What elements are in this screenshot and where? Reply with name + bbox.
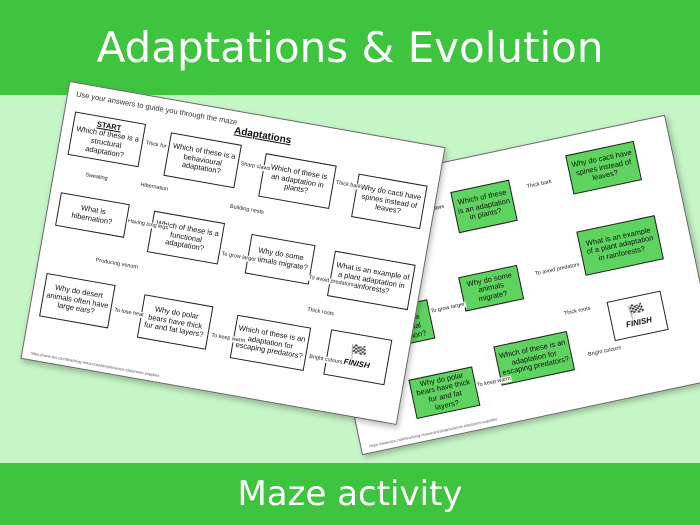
question-box-rainforest: What is an example of a plant adaptation… bbox=[576, 215, 664, 276]
answer-label: To grow larger bbox=[429, 301, 467, 315]
question-structural: Which of these is a structural adaptatio… bbox=[75, 124, 140, 160]
answer-label: Hibernation bbox=[138, 181, 170, 193]
question-box-plants: Which of these is an adaptation in plant… bbox=[450, 179, 518, 234]
worksheet-front: Use your answers to guide you through th… bbox=[20, 80, 446, 426]
answer-label: Thick roots bbox=[305, 306, 336, 318]
question-box-migrate: Why do some animals migrate? bbox=[458, 264, 525, 312]
question-box-polar: Why do polar bears have thick fur and fa… bbox=[408, 366, 481, 420]
finish-box-back: 🏁 FINISH bbox=[606, 290, 669, 342]
answer-label: Thick roots bbox=[562, 305, 593, 318]
start-box: START Which of these is a structural ada… bbox=[67, 111, 147, 168]
answer-label: To avoid predators bbox=[533, 261, 582, 278]
worksheet-title: Adaptations bbox=[233, 125, 293, 147]
question-box-desert: Why do desert animals often have large e… bbox=[39, 272, 116, 329]
page-subtitle: Maze activity bbox=[237, 474, 463, 514]
question-box-plants: Which of these is an adaptation in plant… bbox=[258, 153, 337, 210]
question-box-cacti: Why do cacti have spines instead of leav… bbox=[351, 173, 428, 230]
answer-label: Building nests bbox=[228, 203, 266, 216]
answer-label: Bright colours bbox=[586, 344, 623, 359]
answer-label: Sweating bbox=[83, 172, 110, 183]
worksheet-url: https://www.tes.com/teaching-resources/s… bbox=[30, 350, 160, 379]
answer-label: To keep warm bbox=[475, 375, 513, 389]
page-title: Adaptations & Evolution bbox=[96, 23, 604, 72]
question-box-hibernation: What is hibernation? bbox=[55, 192, 130, 238]
subtitle-banner: Maze activity bbox=[0, 463, 700, 525]
answer-label: To lose heat bbox=[112, 307, 145, 319]
answer-label: Producing venom bbox=[94, 257, 140, 271]
question-box-cacti: Why do cacti have spines instead of leav… bbox=[565, 140, 642, 195]
answer-label: Thick bark bbox=[525, 178, 554, 191]
title-banner: Adaptations & Evolution bbox=[0, 0, 700, 95]
question-box-polar: Why do polar bears have thick fur and fa… bbox=[136, 294, 214, 350]
question-box-functional: Which of these is a functional adaptatio… bbox=[146, 210, 226, 265]
question-box-behavioural: Which of these is a behavioural adaptati… bbox=[163, 132, 242, 189]
answer-label: Thick fur bbox=[144, 140, 169, 150]
